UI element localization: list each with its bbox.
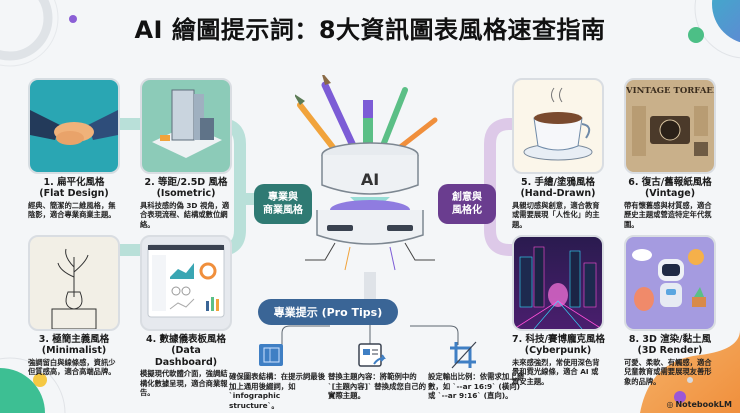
style-name: 6. 復古/舊報紙風格 (628, 177, 712, 188)
style-english-name: (Flat Design) (39, 188, 109, 200)
style-description: 模擬現代軟體介面，強調結構化數據呈現，適合商業報告。 (140, 369, 228, 398)
style-card-cyberpunk: 7. 科技/賽博龐克風格 (Cyberpunk) 未來感強烈，常使用深色背景和霓… (512, 235, 605, 386)
pro-tip-replace: 替換主題內容：將範例中的 `[主題內容]` 替換成您自己的實際主題。 (328, 372, 427, 401)
ai-paintbrush-hub-icon: AI (295, 75, 438, 271)
style-name: 2. 等距/2.5D 風格 (144, 177, 228, 188)
style-english-name: (Hand-Drawn) (520, 188, 596, 200)
style-name: 5. 手繪/塗鴉風格 (521, 177, 595, 188)
style-card-data-dashboard: 4. 數據儀表板風格 (Data Dashboard) 模擬現代軟體介面，強調結… (140, 235, 232, 398)
page-title: AI 繪圖提示詞：8大資訊圖表風格速查指南 (134, 16, 606, 44)
newspaper-headline: VINTAGE TORFAEL (626, 86, 716, 96)
style-english-name: (Data Dashboard) (154, 345, 218, 368)
svg-text:AI: AI (361, 170, 379, 189)
coffee-cup-sketch (512, 78, 604, 174)
style-description: 具親切感與創意，適合教育或需要展現「人性化」的主題。 (512, 200, 600, 229)
pro-tip-aspect-ratio: 設定輸出比例：依需求加上參數，如 `--ar 16:9` (橫向) 或 `--a… (428, 372, 525, 401)
style-card-minimalist: 3. 極簡主義風格 (Minimalist) 強調留白與線條感，資訊少但質感高，… (28, 235, 120, 377)
style-card-hand-drawn: 5. 手繪/塗鴉風格 (Hand-Drawn) 具親切感與創意，適合教育或需要展… (512, 78, 604, 229)
style-description: 具科技感的偽 3D 視角，適合表現流程、結構或數位網絡。 (140, 200, 230, 229)
style-english-name: (Vintage) (644, 188, 696, 200)
style-description: 經典、簡潔的二維風格，無陰影，適合專業商業主題。 (28, 200, 116, 220)
style-description: 未來感強烈，常使用深色背景和霓光線條，適合 AI 或資安主題。 (512, 357, 600, 386)
style-description: 帶有懷舊感與材質感，適合歷史主題或營造特定年代氛圍。 (624, 200, 712, 229)
style-card-3d-render: 8. 3D 渲染/黏土風 (3D Render) 可愛、柔軟、有觸感，適合兒童教… (624, 235, 716, 386)
3d-robot-characters (624, 235, 716, 331)
neon-city (512, 235, 604, 331)
notebooklm-logo-icon: ◎ (666, 400, 674, 409)
style-name: 7. 科技/賽博龐克風格 (512, 334, 605, 345)
line-art-plant-vase (28, 235, 120, 331)
group-label-line: 專業與 (268, 191, 298, 203)
style-name: 1. 扁平化風格 (43, 177, 105, 188)
style-name: 4. 數據儀表板風格 (145, 334, 227, 345)
notebooklm-brand: ◎ NotebookLM (666, 400, 732, 409)
style-description: 可愛、柔軟、有觸感，適合兒童教育或需要展現友善形象的品牌。 (624, 357, 712, 386)
style-english-name: (3D Render) (637, 345, 703, 357)
pro-tip-structure: 確保圖表結構：在提示詞最後加上通用後綴詞，如 `infographic stru… (229, 372, 326, 410)
group-label-line: 創意與 (452, 191, 482, 203)
group-label-creative: 創意與風格化 (438, 184, 496, 224)
blueprint-icon (259, 344, 283, 366)
style-name: 8. 3D 渲染/黏土風 (628, 334, 712, 345)
style-english-name: (Minimalist) (41, 345, 107, 357)
group-label-professional: 專業與商業風格 (254, 184, 312, 224)
style-english-name: (Cyberpunk) (524, 345, 592, 357)
dashboard-screen (140, 235, 232, 331)
style-card-isometric: 2. 等距/2.5D 風格 (Isometric) 具科技感的偽 3D 視角，適… (140, 78, 232, 229)
style-card-vintage: VINTAGE TORFAEL 6. 復古/舊報紙風格 (Vintage) 帶有… (624, 78, 716, 229)
pro-tips-label: 專業提示 (Pro Tips) (258, 299, 398, 325)
replace-content-icon (358, 343, 386, 367)
style-english-name: (Isometric) (156, 188, 216, 200)
style-card-flat-design: 1. 扁平化風格 (Flat Design) 經典、簡潔的二維風格，無陰影，適合… (28, 78, 120, 220)
style-name: 3. 極簡主義風格 (38, 334, 110, 345)
brand-label: NotebookLM (675, 400, 732, 409)
group-label-line: 風格化 (452, 205, 482, 216)
group-label-line: 商業風格 (263, 205, 303, 216)
crop-ratio-icon (450, 341, 477, 369)
handshake-illustration (28, 78, 120, 174)
vintage-newspaper-camera: VINTAGE TORFAEL (624, 78, 716, 174)
style-description: 強調留白與線條感，資訊少但質感高，適合高端品牌。 (28, 357, 116, 377)
isometric-office-building (140, 78, 232, 174)
